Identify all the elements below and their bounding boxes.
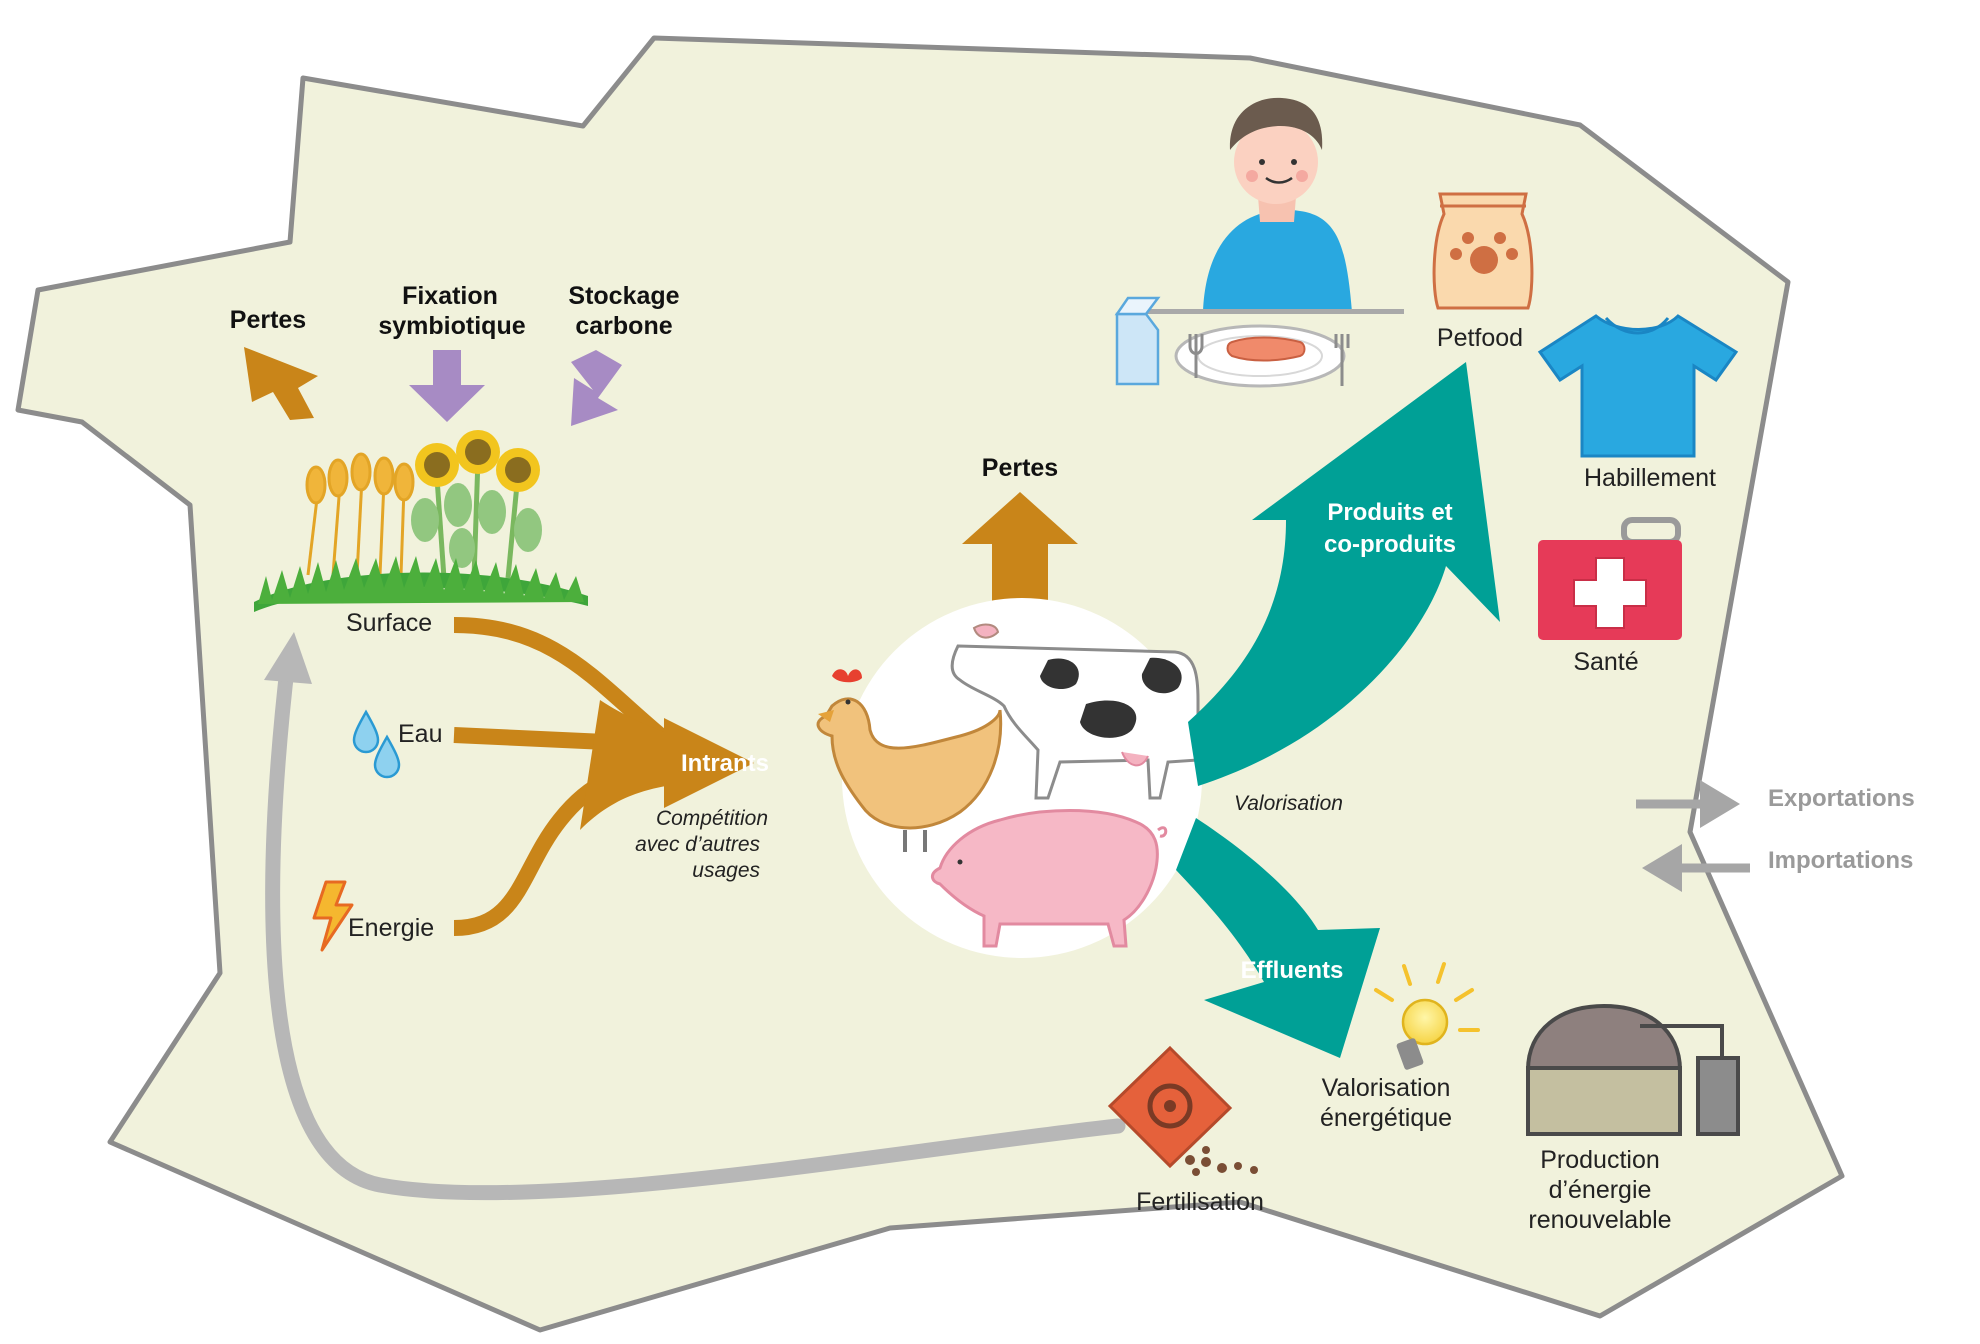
losses-arrow-livestock [962, 492, 1078, 602]
products-arrow [1188, 362, 1500, 786]
first-aid-kit-icon [1538, 517, 1682, 640]
petfood-bag-icon [1432, 192, 1534, 310]
pig-icon [931, 809, 1168, 948]
fixation-label-line2: symbiotique [378, 312, 525, 340]
tshirt-icon [1537, 314, 1739, 458]
exports-arrow [1636, 780, 1740, 828]
cow-icon [950, 623, 1200, 800]
petfood-label: Petfood [1437, 324, 1523, 352]
light-bulb-icon [1374, 962, 1480, 1070]
surface-label: Surface [346, 609, 432, 637]
wheat-icon [305, 452, 415, 576]
water-label: Eau [398, 720, 442, 748]
competition-label-line2: avec d’autres [635, 833, 760, 856]
valorisation-label: Valorisation [1234, 792, 1343, 815]
storage-label-line2: carbone [575, 312, 672, 340]
losses-arrow-crops [244, 347, 318, 420]
lightning-bolt-icon [312, 880, 354, 952]
consumer-icon [1146, 97, 1404, 314]
crop-zone: Pertes Fixation symbiotique Stockage car… [230, 282, 680, 612]
competition-label-line3: usages [692, 859, 760, 882]
milk-carton-icon [1114, 296, 1161, 386]
imports-arrow [1642, 844, 1750, 892]
fertiliser-bag-icon [1107, 1045, 1258, 1176]
hen-icon [816, 669, 1003, 852]
fixation-label-line1: Fixation [402, 282, 498, 310]
exports-label: Exportations [1768, 785, 1915, 812]
health-label: Santé [1573, 648, 1638, 676]
energy-valorisation-label-line1: Valorisation [1322, 1074, 1451, 1102]
intrants-arrow [453, 617, 754, 936]
grass-icon [254, 556, 588, 612]
effluents-label: Effluents [1241, 957, 1344, 984]
plate-sausage-icon [1174, 324, 1350, 388]
effluents-arrow [1176, 818, 1380, 1058]
fertilisation-label: Fertilisation [1136, 1188, 1264, 1216]
energy-valorisation-label-line2: énergétique [1320, 1104, 1452, 1132]
renewable-energy-label-line2: d’énergie [1549, 1176, 1652, 1204]
competition-label-line1: Compétition [656, 807, 768, 830]
biogas-plant-icon [1526, 1003, 1740, 1136]
crop-losses-label: Pertes [230, 306, 306, 334]
symbiotic-fixation-arrow [409, 350, 485, 422]
storage-label-line1: Stockage [568, 282, 679, 310]
products-label-line2: co-produits [1324, 531, 1456, 558]
energy-label: Energie [348, 914, 434, 942]
fertilisation-return-arrow [264, 632, 1126, 1201]
carbon-storage-arrow [571, 350, 622, 426]
water-drops-icon [352, 709, 401, 779]
intrants-label: Intrants [681, 750, 769, 777]
clothing-label: Habillement [1584, 464, 1716, 492]
sunflower-icon [411, 430, 542, 579]
renewable-energy-label-line1: Production [1540, 1146, 1660, 1174]
imports-label: Importations [1768, 847, 1913, 874]
livestock-losses-label: Pertes [982, 454, 1058, 482]
products-label-line1: Produits et [1327, 499, 1452, 526]
renewable-energy-label-line3: renouvelable [1528, 1206, 1671, 1234]
